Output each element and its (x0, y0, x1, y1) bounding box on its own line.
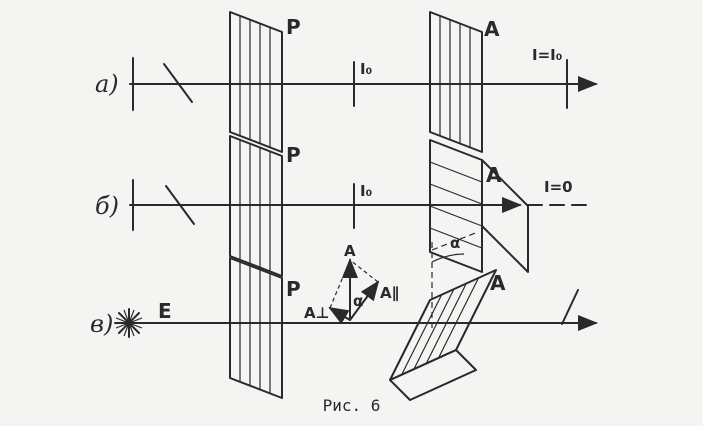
row-b: б) P I₀ A I=0 (95, 135, 587, 277)
analyzer-a (429, 11, 483, 153)
small-angle-label: α (353, 292, 363, 310)
analyzer-label-a: A (484, 17, 500, 41)
intensity-label-b: I₀ (360, 182, 372, 200)
result-label-b: I=0 (544, 178, 573, 196)
polarizer-c (229, 257, 283, 399)
row-label-a: a) (95, 70, 119, 98)
polarizer-a (229, 11, 283, 153)
analyzer-c (389, 231, 497, 401)
angle-arc (431, 253, 465, 263)
parallel-label: A∥ (380, 284, 399, 302)
analyzer-label-c: A (490, 271, 506, 295)
perp-component (328, 306, 351, 325)
analyzer-label-b: A (486, 163, 502, 187)
amplitude-label: A (344, 242, 356, 260)
parallel-component (349, 280, 380, 321)
angle-label: α (450, 234, 460, 252)
row-label-b: б) (95, 192, 119, 220)
light-source-icon (114, 308, 144, 338)
oblique-vibration-b (165, 185, 195, 225)
analyzer-axis (431, 231, 479, 251)
intensity-label-a: I₀ (360, 60, 372, 78)
row-label-c: в) (90, 310, 113, 338)
row-c: в) E P A A A⊥ A∥ α α (90, 231, 598, 401)
row-a: a) P I₀ A I=I₀ (95, 11, 598, 153)
result-label-a: I=I₀ (532, 46, 562, 64)
source-label: E (158, 299, 172, 323)
polarizer-label-a: P (286, 15, 301, 39)
oblique-vibration-c-out (561, 289, 579, 325)
polarizer-b (229, 135, 283, 277)
polarizer-label-b: P (286, 143, 301, 167)
oblique-vibration-a (163, 63, 193, 103)
figure-caption: Рис. 6 (322, 396, 381, 415)
perp-label: A⊥ (304, 304, 329, 322)
analyzer-b (429, 139, 529, 273)
polarizer-label-c: P (286, 277, 301, 301)
vector-decomposition (328, 258, 380, 325)
